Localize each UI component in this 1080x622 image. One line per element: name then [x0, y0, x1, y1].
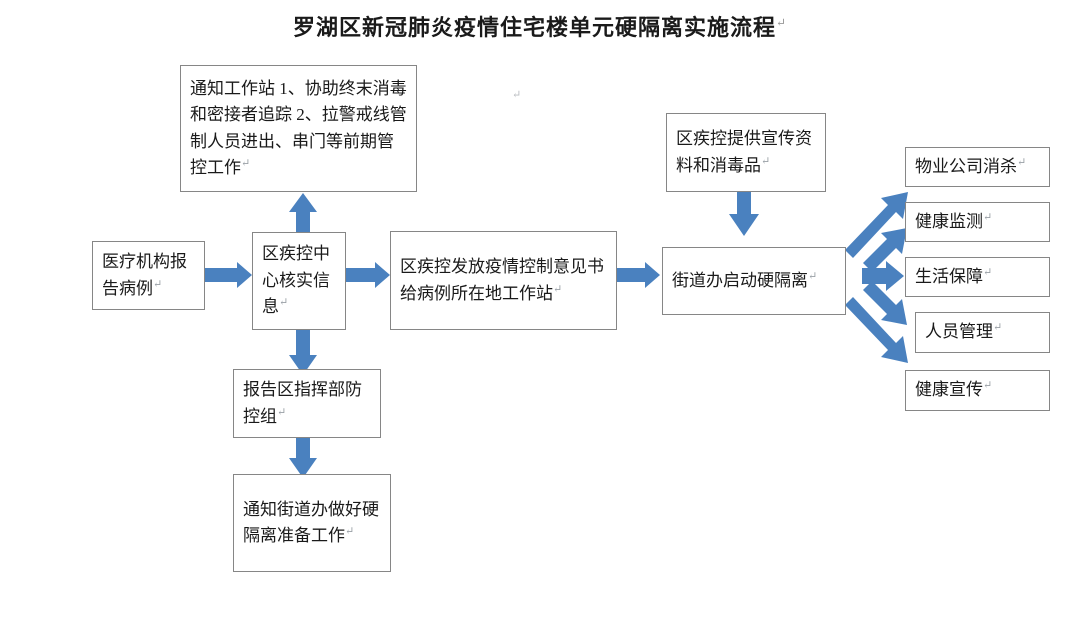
page-title-text: 罗湖区新冠肺炎疫情住宅楼单元硬隔离实施流程 — [292, 15, 776, 40]
arrow-medical-to-cdc — [205, 262, 252, 288]
arrow-cdc-to-issue-notice — [346, 262, 390, 288]
node-notify-subdistrict[interactable]: 通知街道办做好硬隔离准备工作↵ — [233, 474, 391, 572]
node-life-support-label: 生活保障 — [915, 266, 983, 286]
node-notify-subdistrict-label: 通知街道办做好硬隔离准备工作 — [243, 499, 379, 545]
node-property-disinfect-mark: ↵ — [1017, 156, 1027, 169]
node-subdistrict-start[interactable]: 街道办启动硬隔离↵ — [662, 247, 846, 315]
node-report-command[interactable]: 报告区指挥部防控组↵ — [233, 369, 381, 438]
title-pilcrow-mark: ↵ — [775, 15, 788, 30]
node-personnel-mgmt[interactable]: 人员管理↵ — [915, 312, 1050, 353]
node-notify-station-mark: ↵ — [241, 157, 251, 170]
node-cdc-supplies-mark: ↵ — [761, 154, 771, 167]
arrow-issue-notice-to-subdistrict — [617, 262, 660, 288]
node-life-support[interactable]: 生活保障↵ — [905, 257, 1050, 297]
node-property-disinfect[interactable]: 物业公司消杀↵ — [905, 147, 1050, 187]
arrow-subdistrict-to-personnel-mgmt — [863, 281, 907, 325]
node-cdc-issue-notice[interactable]: 区疾控发放疫情控制意见书给病例所在地工作站↵ — [390, 231, 617, 330]
node-report-command-label: 报告区指挥部防控组 — [243, 380, 362, 426]
node-notify-station[interactable]: 通知工作站 1、协助终末消毒和密接者追踪 2、拉警戒线管制人员进出、串门等前期管… — [180, 65, 417, 192]
node-cdc-verify-label: 区疾控中心核实信息 — [262, 244, 330, 317]
arrow-subdistrict-to-health-monitor — [863, 228, 907, 272]
node-health-monitor-mark: ↵ — [983, 211, 993, 224]
node-subdistrict-start-mark: ↵ — [808, 270, 818, 283]
arrow-subdistrict-to-health-promotion — [845, 297, 908, 363]
node-medical-report-label: 医疗机构报告病例 — [102, 252, 187, 298]
node-cdc-verify-mark: ↵ — [279, 296, 289, 309]
page-title: 罗湖区新冠肺炎疫情住宅楼单元硬隔离实施流程↵ — [0, 10, 1080, 42]
arrow-subdistrict-to-property-disinfect — [845, 192, 908, 258]
node-cdc-supplies[interactable]: 区疾控提供宣传资料和消毒品↵ — [666, 113, 826, 192]
node-report-command-mark: ↵ — [277, 405, 287, 418]
arrow-supplies-to-subdistrict — [729, 192, 759, 236]
node-cdc-issue-notice-label: 区疾控发放疫情控制意见书给病例所在地工作站 — [400, 257, 604, 303]
node-personnel-mgmt-mark: ↵ — [993, 321, 1003, 334]
node-cdc-verify[interactable]: 区疾控中心核实信息↵ — [252, 232, 346, 330]
node-health-promotion[interactable]: 健康宣传↵ — [905, 370, 1050, 411]
node-health-promotion-label: 健康宣传 — [915, 380, 983, 400]
node-notify-station-label: 通知工作站 1、协助终末消毒和密接者追踪 2、拉警戒线管制人员进出、串门等前期管… — [190, 78, 407, 177]
node-subdistrict-start-label: 街道办启动硬隔离 — [672, 270, 808, 290]
node-life-support-mark: ↵ — [983, 266, 993, 279]
node-health-promotion-mark: ↵ — [983, 379, 993, 392]
node-notify-subdistrict-mark: ↵ — [345, 525, 355, 538]
node-health-monitor-label: 健康监测 — [915, 211, 983, 231]
stray-paragraph-mark: ↵ — [512, 89, 522, 101]
node-personnel-mgmt-label: 人员管理 — [925, 322, 993, 342]
node-medical-report[interactable]: 医疗机构报告病例↵ — [92, 241, 205, 310]
node-cdc-issue-notice-mark: ↵ — [553, 282, 563, 295]
node-property-disinfect-label: 物业公司消杀 — [915, 156, 1017, 176]
arrow-report-command-to-notify-subdistrict — [289, 438, 317, 478]
node-medical-report-mark: ↵ — [153, 277, 163, 290]
node-cdc-supplies-label: 区疾控提供宣传资料和消毒品 — [676, 129, 812, 175]
node-health-monitor[interactable]: 健康监测↵ — [905, 202, 1050, 242]
arrow-subdistrict-to-life-support — [862, 261, 904, 291]
